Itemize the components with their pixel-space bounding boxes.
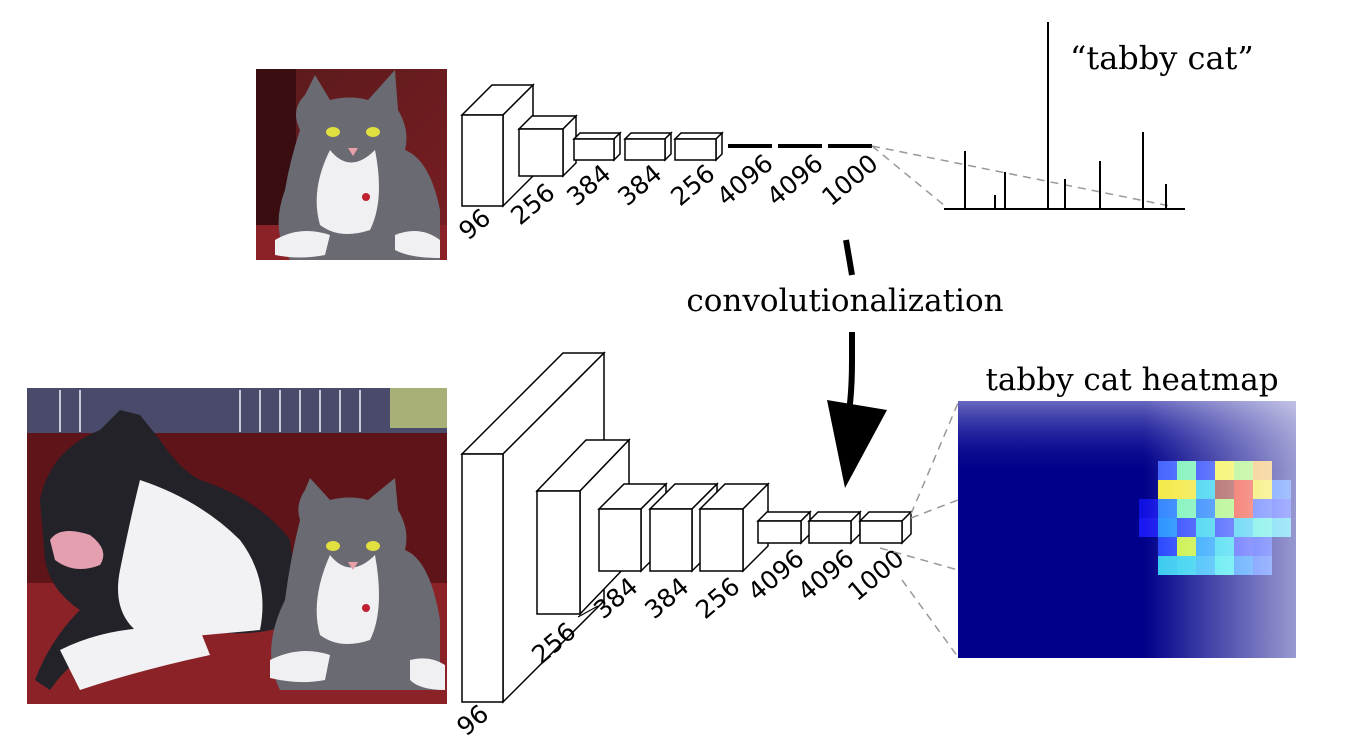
output-caption: “tabby cat” (1070, 39, 1254, 77)
top-label-384b: 384 (612, 159, 667, 212)
top-layer-256-block (517, 114, 578, 178)
top-layer-256b-block (673, 131, 724, 162)
top-label-256b: 256 (665, 159, 720, 212)
bottom-label-96: 96 (451, 699, 494, 742)
bottom-network (460, 351, 913, 704)
class-score-plot (944, 22, 1185, 210)
top-label-96: 96 (453, 203, 496, 246)
top-label-4096b: 4096 (761, 148, 828, 211)
label-tick (577, 605, 599, 618)
dog-and-cat-photo (27, 388, 447, 704)
tabby-cat-heatmap (958, 401, 1296, 658)
top-label-4096a: 4096 (711, 148, 778, 211)
heatmap-caption: tabby cat heatmap (985, 362, 1278, 398)
bottom-layer-256b-block (698, 482, 770, 573)
convolutionalization-caption: convolutionalization (686, 283, 1003, 319)
top-layer-384b-block (623, 131, 673, 162)
bottom-layer-4096b-block (807, 510, 862, 545)
cat-photo (256, 69, 447, 260)
top-network (460, 83, 724, 208)
convolutionalization-arrow (827, 239, 887, 488)
bottom-label-256b: 256 (690, 572, 745, 625)
bottom-dashed-connectors (879, 402, 959, 658)
top-dashed-connectors (871, 145, 1171, 207)
bottom-label-4096b: 4096 (792, 543, 859, 606)
top-layer-384a-block (572, 131, 622, 162)
bottom-layer-4096a-block (756, 510, 812, 545)
top-label-1000: 1000 (816, 148, 883, 211)
bottom-layer-1000-block (858, 510, 913, 545)
bottom-label-384b: 384 (639, 572, 694, 625)
